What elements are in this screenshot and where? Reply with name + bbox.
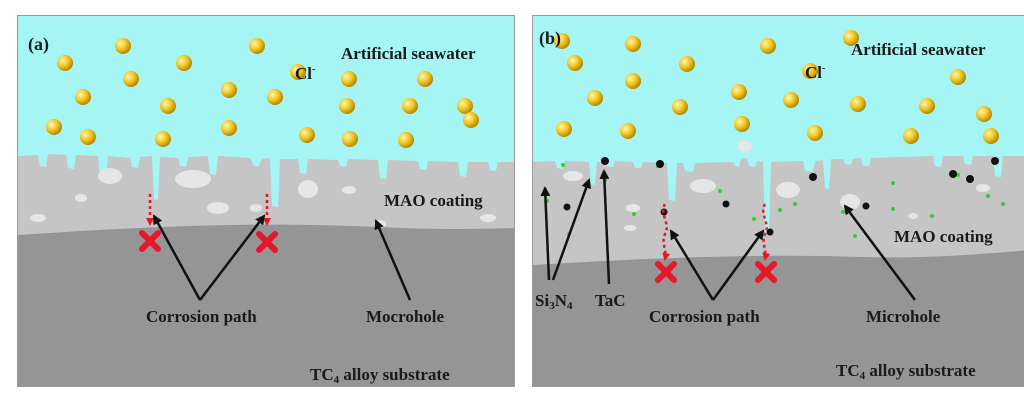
chloride-ion-icon	[463, 112, 479, 128]
corrosion-path-line	[762, 203, 771, 261]
chloride-ions	[46, 38, 479, 148]
chloride-ion-icon	[417, 71, 433, 87]
chloride-ion-icon	[903, 128, 919, 144]
chloride-ion-icon	[115, 38, 131, 54]
chloride-ion-icon	[155, 131, 171, 147]
substrate-layer	[533, 250, 1024, 386]
chloride-ion-icon	[299, 127, 315, 143]
microhole-label: Microhole	[866, 307, 941, 326]
chloride-ion-icon	[176, 55, 192, 71]
chloride-ion-icon	[341, 71, 357, 87]
seawater-label: Artificial seawater	[341, 44, 476, 63]
corrosion-path-line	[662, 203, 671, 261]
arrow-icon	[540, 186, 551, 281]
chloride-ion-icon	[843, 30, 859, 46]
substrate-layer	[18, 223, 514, 386]
chloride-ion-icon	[850, 96, 866, 112]
microholes	[563, 140, 990, 231]
chloride-ion-icon	[457, 98, 473, 114]
microhole-label: Mocrohole	[366, 307, 445, 326]
chloride-ion-icon	[802, 63, 818, 79]
arrow-icon	[669, 229, 715, 301]
chloride-ion-icon	[672, 99, 688, 115]
arrow-icon	[152, 214, 202, 301]
seawater-label: Artificial seawater	[851, 40, 986, 59]
panel-a-diagram	[18, 16, 514, 386]
chloride-ion-icon	[80, 129, 96, 145]
chloride-ion-icon	[587, 90, 603, 106]
arrow-icon	[711, 229, 765, 301]
chloride-ion-icon	[221, 120, 237, 136]
coating-label: MAO coating	[894, 227, 993, 246]
chloride-ion-icon	[75, 89, 91, 105]
panel-b-diagram	[533, 16, 1024, 386]
corrosion-path-label: Corrosion path	[649, 307, 760, 326]
chloride-ion-icon	[123, 71, 139, 87]
chloride-ion-icon	[46, 119, 62, 135]
chloride-ion-icon	[731, 84, 747, 100]
arrow-icon	[843, 204, 917, 301]
chloride-ion-icon	[398, 132, 414, 148]
failure-cross-icon	[256, 231, 278, 253]
chloride-ion-icon	[160, 98, 176, 114]
chloride-ion-icon	[976, 106, 992, 122]
failure-cross-icon	[655, 261, 677, 283]
chloride-ion-icon	[734, 116, 750, 132]
chloride-ion-icon	[625, 36, 641, 52]
chloride-label: Cl-	[295, 64, 316, 83]
tac-particles	[563, 157, 999, 236]
chloride-ions	[554, 30, 999, 144]
chloride-ion-icon	[783, 92, 799, 108]
chloride-ion-icon	[807, 125, 823, 141]
panel-label: (a)	[28, 34, 49, 54]
chloride-ion-icon	[620, 123, 636, 139]
chloride-ion-icon	[760, 38, 776, 54]
chloride-ion-icon	[567, 55, 583, 71]
chloride-label: Cl-	[805, 63, 826, 82]
chloride-ion-icon	[679, 56, 695, 72]
substrate-label: TC4 alloy substrate	[310, 365, 450, 386]
arrow-icon	[199, 214, 266, 301]
arrow-icon	[599, 169, 611, 285]
chloride-ion-icon	[221, 82, 237, 98]
chloride-ion-icon	[339, 98, 355, 114]
chloride-ion-icon	[57, 55, 73, 71]
si3n4-particles	[545, 163, 1005, 238]
si3n4-label: Si3N4	[535, 291, 573, 312]
panel-a: (a) Artificial seawater Cl- MAO coating …	[17, 15, 515, 387]
tac-label: TaC	[595, 291, 626, 310]
chloride-ion-icon	[556, 121, 572, 137]
corrosion-path-label: Corrosion path	[146, 307, 257, 326]
chloride-ion-icon	[402, 98, 418, 114]
panel-b: (b) Artificial seawater Cl- MAO coating …	[532, 15, 1024, 387]
failure-cross-icon	[755, 261, 777, 283]
coating-label: MAO coating	[384, 191, 483, 210]
arrow-icon	[374, 219, 412, 301]
chloride-ion-icon	[919, 98, 935, 114]
failure-cross-icon	[139, 230, 161, 252]
substrate-label: TC4 alloy substrate	[836, 361, 976, 382]
chloride-ion-icon	[342, 131, 358, 147]
chloride-ion-icon	[625, 73, 641, 89]
microholes	[30, 168, 496, 228]
chloride-ion-icon	[950, 69, 966, 85]
panel-label: (b)	[539, 28, 561, 48]
chloride-ion-icon	[267, 89, 283, 105]
chloride-ion-icon	[983, 128, 999, 144]
chloride-ion-icon	[554, 33, 570, 49]
arrow-icon	[551, 178, 591, 281]
chloride-ion-icon	[249, 38, 265, 54]
chloride-ion-icon	[290, 64, 306, 80]
